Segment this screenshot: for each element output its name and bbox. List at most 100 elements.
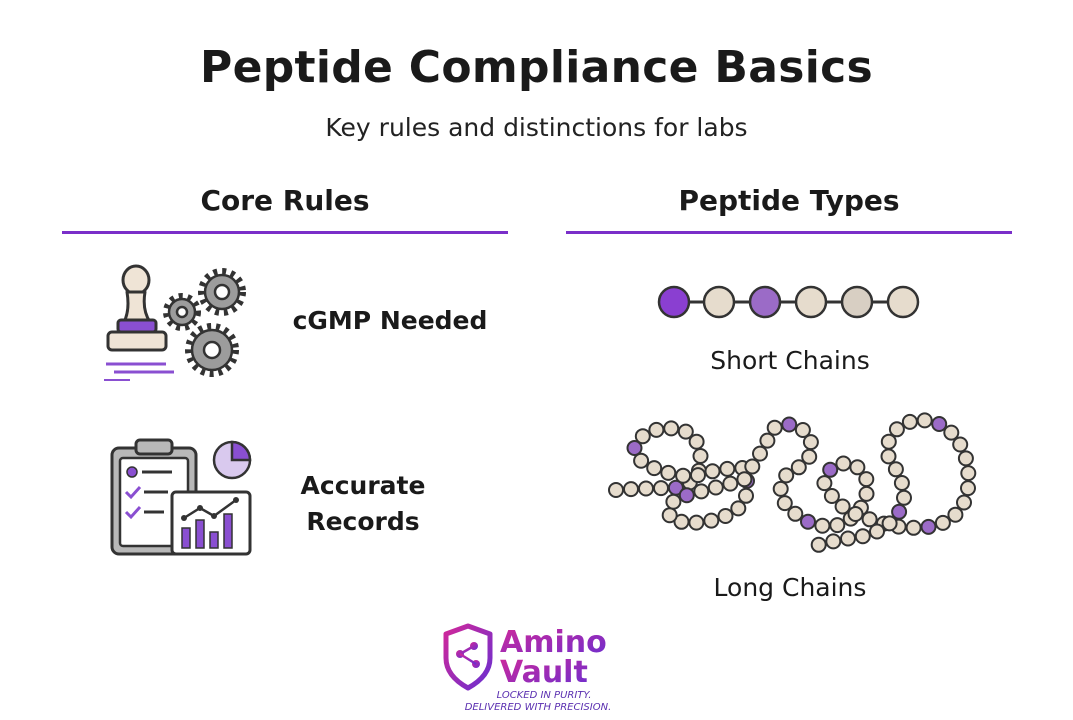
chain-bead [957,450,974,467]
chain-bead [660,464,677,481]
rule-label-records-line1: Accurate [300,471,426,500]
shield-logo-icon: Amino Vault LOCKED IN PURITY. DELIVERED … [443,623,611,713]
chain-bead [730,500,747,517]
chain-bead [881,515,898,532]
brand-tagline-line1: LOCKED IN PURITY. [497,690,592,701]
chain-bead [778,467,795,484]
chain-bead [858,485,875,502]
chain-bead [790,459,807,476]
peptide-types-heading: Peptide Types [678,184,900,217]
chain-bead [633,452,650,469]
chain-bead [678,487,695,504]
chain-bead [677,423,694,440]
chain-bead [810,536,827,553]
peptide-types-divider [566,231,1012,234]
chain-bead [787,505,804,522]
chain-bead [849,459,866,476]
chain-bead [722,475,739,492]
chain-bead [675,467,692,484]
brand-name-line1: Amino [500,625,607,660]
chain-bead [952,436,969,453]
chain-bead [663,420,680,437]
chain-bead [690,467,706,484]
type-label-short: Short Chains [710,346,870,375]
chain-bead [823,488,840,504]
chain-bead [772,480,789,497]
chain-bead [947,506,964,523]
chain-bead [829,517,846,534]
chain-bead [688,433,705,450]
chain-bead [703,512,720,529]
chain-bead [931,416,948,432]
chain-bead [816,475,833,492]
chain-bead [802,434,819,451]
chain-bead [800,513,816,530]
chain-bead [744,458,761,475]
chain-bead [752,445,768,462]
chain-bead [891,503,908,520]
chain-bead [693,483,710,500]
chain-bead [781,416,798,433]
chain-bead [634,428,651,445]
chain-bead [825,533,842,550]
core-rules-divider [62,231,508,234]
chain-bead [646,460,663,477]
chain-bead [840,530,856,547]
chain-bead [956,494,972,511]
chain-bead [822,461,839,478]
chain-bead [887,461,904,478]
chain-bead [736,471,753,488]
chain-bead [920,518,937,535]
chain-bead [717,508,734,524]
chain-bead [960,465,977,482]
long-chain-icon [608,412,977,553]
chain-bead [707,479,724,496]
rule-label-records-line2: Records [306,507,420,536]
chain-bead [893,475,910,491]
chain-bead [960,480,976,497]
brand-name-line2: Vault [500,655,588,690]
chain-bead [801,448,818,465]
chain-bead [638,480,654,497]
page-title: Peptide Compliance Basics [200,42,873,93]
stamp-gears-icon [104,264,246,381]
chain-bead [766,419,783,436]
chain-bead [794,422,811,438]
chain-bead [888,421,905,438]
chain-bead [653,480,669,497]
chain-bead [673,513,690,530]
chain-bead [648,421,665,438]
clipboard-report-icon [110,438,252,556]
short-chain-icon [657,285,920,319]
chain-bead [665,493,682,510]
amino-vault-logo: Amino Vault LOCKED IN PURITY. DELIVERED … [440,618,640,714]
chain-bead [661,507,678,524]
page-subtitle: Key rules and distinctions for labs [325,113,748,142]
chain-bead [834,498,851,515]
chain-bead [916,412,933,429]
chain-bead [861,511,878,528]
chain-bead [934,514,951,531]
chain-bead [943,424,960,441]
chain-bead [880,448,897,465]
chain-bead [905,519,922,536]
chain-bead [896,489,912,506]
type-label-long: Long Chains [713,573,867,602]
rule-label-cgmp: cGMP Needed [292,306,488,335]
chain-bead [688,514,705,531]
rule-label-records: Accurate Records [270,468,456,540]
chain-bead [835,455,852,472]
chain-bead [704,463,721,480]
chain-bead [869,523,885,540]
chain-bead [901,413,918,430]
chain-bead [692,448,709,464]
chain-bead [608,482,624,498]
chain-bead [719,460,736,477]
chain-bead [623,481,639,498]
chain-bead [854,528,871,545]
chain-bead [814,517,831,534]
core-rules-heading: Core Rules [200,184,370,217]
chain-bead [759,432,776,449]
chain-bead [738,487,754,504]
chain-bead [880,433,897,450]
